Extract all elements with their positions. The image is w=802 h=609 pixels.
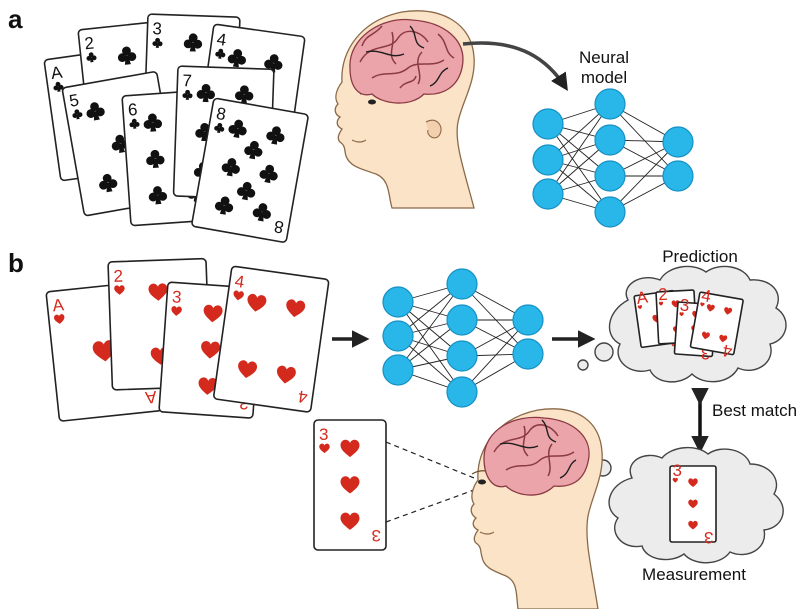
brain-icon-b [483, 416, 590, 496]
card-rank: 3 [152, 19, 162, 38]
card-rank: 2 [658, 285, 668, 304]
card-rank: 8 [215, 104, 228, 124]
panel-b-letter: b [8, 248, 24, 278]
card-rank: A [635, 288, 650, 308]
card-rank: 4 [216, 30, 228, 50]
neuron [446, 376, 478, 408]
card-rank: 3 [673, 461, 682, 480]
card-rank-inverted: 3 [704, 528, 713, 547]
sight-line-lower [385, 489, 475, 523]
card-rank-inverted: A [144, 387, 158, 407]
measurement-card-3: 33 [669, 461, 717, 547]
synapse [461, 319, 529, 393]
card-rank-inverted: 8 [273, 217, 286, 237]
card-face [689, 291, 744, 356]
measurement-label: Measurement [642, 565, 746, 584]
card-rank: 5 [68, 90, 81, 110]
prediction-card-4: 44 [689, 286, 744, 361]
card-rank: 3 [679, 296, 690, 316]
panel-b-card-fan: AA223344 [45, 257, 330, 422]
neural-model-label-line1: Neural [579, 48, 629, 67]
synapse [609, 103, 679, 177]
neuron [446, 268, 478, 300]
thought-bubble-medium [594, 342, 614, 362]
neuron [662, 160, 694, 192]
card-rank: 2 [113, 266, 123, 285]
card-a-8: 88 [191, 97, 309, 243]
brain-to-model-arrow [462, 41, 568, 91]
synapse [609, 141, 679, 213]
synapse [461, 283, 529, 355]
card-b-4: 44 [213, 265, 330, 413]
card-rank: 6 [127, 100, 138, 120]
thought-bubble-small [577, 359, 589, 371]
neuron [382, 286, 414, 318]
synapse [547, 103, 611, 195]
neuron [532, 108, 564, 140]
neuron [594, 196, 626, 228]
head-panel-b [470, 408, 603, 609]
neural-network-panel-b [382, 268, 544, 408]
neuron [594, 124, 626, 156]
card-rank: 2 [83, 33, 94, 53]
panel-a-card-fan: AA22334455667788 [43, 13, 309, 243]
card-rank: 3 [319, 425, 328, 444]
brain-icon [349, 18, 464, 104]
neuron [512, 304, 544, 336]
prediction-cards: AA223344 [633, 285, 744, 363]
eye-icon-b [478, 479, 486, 485]
neuron [594, 88, 626, 120]
sight-line-upper [385, 441, 475, 479]
neuron [446, 340, 478, 372]
card-rank-inverted: 3 [700, 343, 711, 363]
viewed-card: 33 [313, 419, 387, 551]
prediction-label: Prediction [662, 247, 738, 266]
neuron [532, 144, 564, 176]
measurement-card: 33 [669, 461, 717, 547]
neuron [382, 354, 414, 386]
eye-icon [368, 99, 376, 105]
neuron [446, 304, 478, 336]
neuron [594, 160, 626, 192]
card-rank-inverted: 4 [721, 341, 734, 361]
panel-a-letter: a [8, 4, 23, 34]
card-face [213, 265, 330, 413]
neuron [512, 338, 544, 370]
card-rank: 7 [182, 71, 192, 90]
card-rank-inverted: 4 [297, 387, 309, 407]
neuron [382, 320, 414, 352]
viewed-card-3: 33 [313, 419, 387, 551]
card-rank-inverted: 3 [372, 526, 381, 545]
neuron [662, 126, 694, 158]
card-rank: 4 [234, 272, 246, 292]
neural-network-panel-a [532, 88, 694, 228]
card-rank: 4 [700, 286, 713, 306]
best-match-label: Best match [712, 401, 797, 420]
head-panel-a [334, 10, 475, 209]
synapse [397, 301, 463, 393]
card-rank: A [51, 295, 65, 315]
card-rank: 3 [171, 287, 182, 307]
neuron [532, 178, 564, 210]
card-rank: A [50, 63, 65, 83]
neural-model-label-line2: model [581, 68, 627, 87]
synapse [397, 283, 463, 371]
